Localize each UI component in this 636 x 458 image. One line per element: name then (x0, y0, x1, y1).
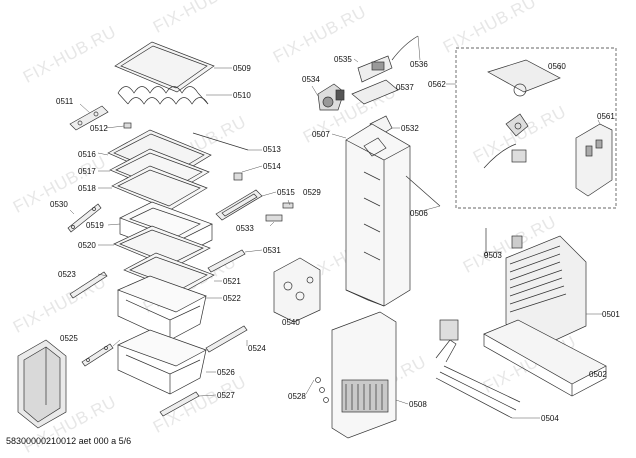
part-label-0531: 0531 (263, 246, 281, 255)
fan-0560 (487, 59, 561, 97)
rail-0524 (205, 325, 248, 353)
part-label-0507: 0507 (312, 130, 330, 139)
part-label-0523: 0523 (58, 270, 76, 279)
part-label-0560: 0560 (548, 62, 566, 71)
rod-0506 (405, 175, 441, 207)
duct-0507 (345, 123, 411, 307)
part-label-0525: 0525 (60, 334, 78, 343)
part-label-0520: 0520 (78, 241, 96, 250)
part-label-0537: 0537 (396, 83, 414, 92)
clip-0529 (282, 202, 294, 209)
backpanel-0508 (331, 311, 397, 439)
part-label-0534: 0534 (302, 75, 320, 84)
part-label-0528: 0528 (288, 392, 306, 401)
part-label-0530: 0530 (50, 200, 68, 209)
assembly-0562 (455, 47, 617, 209)
bracket-0511 (69, 105, 109, 131)
part-label-0503: 0503 (484, 251, 502, 260)
heater-0504 (435, 319, 521, 419)
part-label-0509: 0509 (233, 64, 251, 73)
part-label-0540: 0540 (282, 318, 300, 327)
part-label-0529: 0529 (303, 188, 321, 197)
rail-0525 (81, 343, 114, 367)
wire-0536 (391, 35, 419, 61)
part-label-0501: 0501 (602, 310, 620, 319)
part-label-0527: 0527 (217, 391, 235, 400)
part-label-0535: 0535 (334, 55, 352, 64)
part-label-0515: 0515 (277, 188, 295, 197)
part-label-0521: 0521 (223, 277, 241, 286)
part-label-0510: 0510 (233, 91, 251, 100)
shelf-0509 (114, 41, 215, 93)
rail-0531 (207, 249, 246, 273)
drawer-0526 (117, 329, 207, 395)
part-label-0524: 0524 (248, 344, 266, 353)
part-label-0506: 0506 (410, 209, 428, 218)
wire-harness (483, 143, 527, 169)
part-label-0533: 0533 (236, 224, 254, 233)
motor-0534 (317, 83, 345, 111)
fan-blade (505, 113, 529, 137)
part-label-0562: 0562 (428, 80, 446, 89)
part-label-0532: 0532 (401, 124, 419, 133)
part-label-0504: 0504 (541, 414, 559, 423)
board-0561 (575, 123, 613, 197)
part-label-0513: 0513 (263, 145, 281, 154)
part-label-0526: 0526 (217, 368, 235, 377)
sensor-0503 (484, 228, 488, 256)
part-label-0502: 0502 (589, 370, 607, 379)
housing-0535 (357, 55, 393, 83)
door-panel (17, 339, 67, 429)
screws-0528 (315, 377, 329, 403)
rail-0530 (67, 203, 102, 233)
plate-0540 (273, 257, 321, 323)
tray-0502 (483, 319, 607, 397)
clip-0533 (265, 214, 283, 222)
part-label-0508: 0508 (409, 400, 427, 409)
clip-0512 (123, 122, 132, 129)
part-label-0512: 0512 (90, 124, 108, 133)
part-label-0536: 0536 (410, 60, 428, 69)
part-label-0518: 0518 (78, 184, 96, 193)
wine-rack-0510 (117, 86, 209, 105)
part-label-0516: 0516 (78, 150, 96, 159)
part-label-0517: 0517 (78, 167, 96, 176)
part-label-0511: 0511 (56, 97, 74, 106)
evaporator-0501 (505, 235, 587, 351)
part-label-0519: 0519 (86, 221, 104, 230)
part-label-0522: 0522 (223, 294, 241, 303)
shelf-0518 (111, 165, 208, 211)
part-label-0561: 0561 (597, 112, 615, 121)
rod-0513 (192, 132, 249, 151)
part-label-0514: 0514 (263, 162, 281, 171)
clip-0514 (233, 172, 243, 181)
footer-reference: 58300000210012 aet 000 a 5/6 (6, 436, 132, 446)
